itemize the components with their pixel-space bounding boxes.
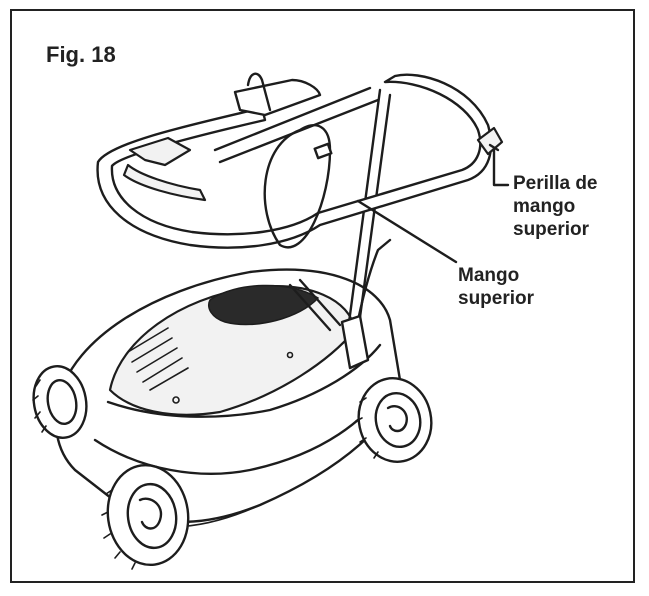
figure-title: Fig. 18 bbox=[46, 42, 116, 67]
handle-label-line-2: superior bbox=[458, 288, 535, 309]
lower-handle bbox=[288, 88, 392, 370]
handle-label-line-1: Mango bbox=[458, 265, 520, 286]
mower-deck bbox=[54, 268, 402, 528]
handle-leader-line bbox=[356, 199, 458, 264]
knob-label-line-2: mango bbox=[513, 196, 576, 217]
knob-leader-line bbox=[492, 146, 510, 187]
upper-handle-label: Mango superior bbox=[458, 264, 534, 310]
front-right-wheel bbox=[355, 377, 433, 463]
rear-left-wheel bbox=[32, 365, 88, 439]
upper-handle-knob-label: Perilla de mango superior bbox=[513, 172, 598, 241]
upper-handle bbox=[96, 72, 504, 249]
knob-label-line-3: superior bbox=[513, 219, 590, 240]
front-left-wheel bbox=[101, 463, 190, 570]
knob-label-line-1: Perilla de bbox=[513, 173, 598, 194]
